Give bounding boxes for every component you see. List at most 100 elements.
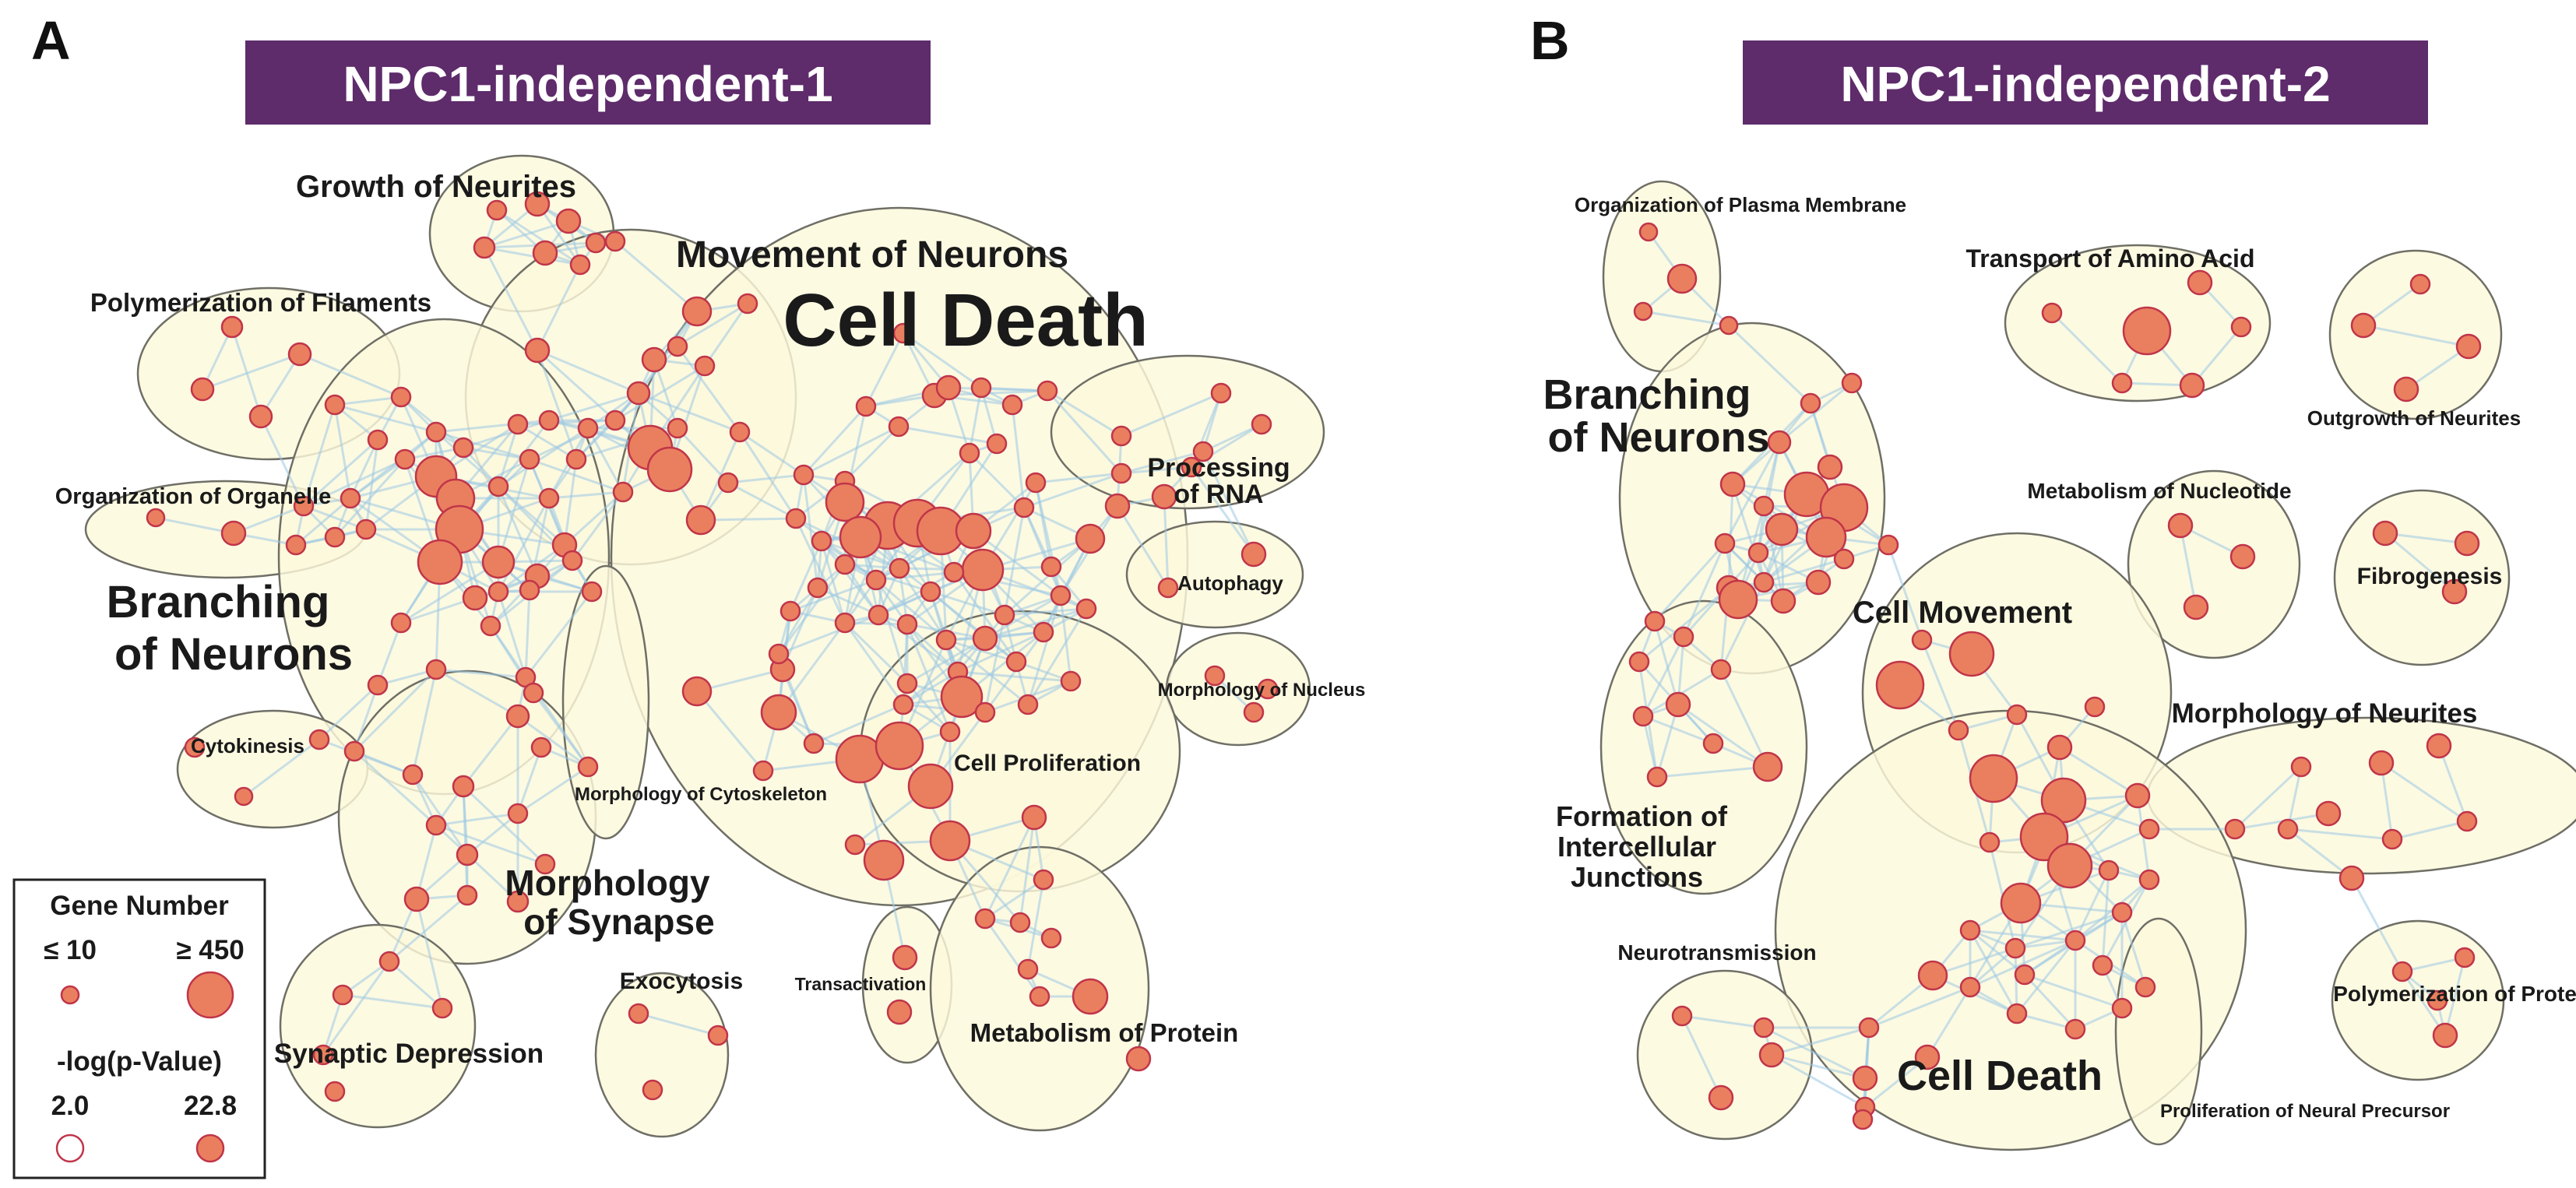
- panel-a-node: [481, 545, 516, 579]
- panel-a-edge: [400, 561, 499, 624]
- panel-b-node: [1753, 1017, 1775, 1039]
- label-morphology-of-cytoskeleton: Morphology of Cytoskeleton: [575, 784, 827, 805]
- panel-a-node: [507, 413, 529, 435]
- panel-a-edge: [536, 349, 617, 422]
- panel-a-edge: [817, 586, 879, 617]
- panel-a-node: [402, 764, 424, 786]
- panel-b-node: [2350, 312, 2377, 339]
- panel-b-edge: [2384, 532, 2468, 545]
- panel-a-node: [685, 504, 716, 536]
- panel-a-node: [760, 694, 797, 731]
- panel-a-node: [530, 736, 552, 758]
- label-movement-of-neurons: Movement of Neurons: [676, 234, 1068, 276]
- panel-a-node: [146, 508, 166, 528]
- panel-a-node: [943, 561, 965, 583]
- panel-b-node: [1911, 629, 1933, 651]
- panel-a-node: [1040, 556, 1062, 578]
- panel-a-node: [707, 1025, 729, 1046]
- panel-a-edge: [411, 669, 438, 775]
- panel-a-node: [1001, 394, 1023, 416]
- panel-a-edge: [302, 438, 379, 508]
- panel-b-node: [2134, 976, 2156, 998]
- panel-b-edge: [2363, 324, 2469, 348]
- panel-a-edge: [302, 404, 336, 507]
- panel-b-edge: [1887, 544, 1923, 641]
- panel-b-node: [2041, 302, 2063, 324]
- panel-b-node: [2111, 372, 2133, 394]
- panel-a-edge: [400, 596, 476, 624]
- panel-b-node: [2277, 818, 2299, 840]
- panel-b-node: [1765, 512, 1799, 547]
- panel-b-node: [1671, 1005, 1693, 1027]
- panel-b-node: [2230, 316, 2252, 338]
- panel-a-node: [190, 377, 215, 402]
- panel-b-node: [1718, 579, 1758, 620]
- panel-a-edge: [299, 353, 402, 399]
- panel-a-edge: [516, 747, 543, 814]
- panel-b-node: [2014, 964, 2036, 986]
- panel-a-node: [487, 476, 509, 497]
- panel-a-edge: [777, 587, 819, 655]
- label-transport-of-amino-acid: Transport of Amino Acid: [1966, 244, 2255, 272]
- panel-b-node: [2122, 306, 2172, 356]
- label-organization-of-plasma-membrane: Organization of Plasma Membrane: [1575, 193, 1906, 216]
- legend-pvalue-max: 22.8: [184, 1091, 237, 1121]
- panel-a-title: NPC1-independent-1: [343, 56, 832, 112]
- panel-a-edge: [389, 894, 468, 963]
- panel-a-banner: [245, 40, 931, 125]
- panel-a-node: [507, 803, 529, 824]
- panel-a-edge: [411, 774, 469, 856]
- panel-a-edge: [906, 623, 959, 673]
- panel-a-node: [955, 512, 992, 550]
- panel-a-node: [1157, 577, 1179, 599]
- panel-b-node: [2098, 859, 2120, 881]
- panel-b-edge: [1642, 310, 1730, 327]
- panel-a-node: [892, 694, 914, 715]
- panel-b-edge: [1681, 1014, 1765, 1029]
- panel-b-node: [1666, 263, 1698, 294]
- panel-a-node: [681, 296, 713, 327]
- panel-a-node: [1243, 701, 1265, 723]
- panel-a-edge: [638, 392, 741, 434]
- panel-b-node: [1852, 1109, 1874, 1130]
- panel-a-node: [892, 322, 914, 344]
- panel-a-node: [462, 585, 488, 611]
- panel-a-edge: [903, 670, 959, 706]
- panel-a-edge: [563, 459, 578, 546]
- panel-b-node: [2092, 954, 2113, 976]
- panel-b-node: [1665, 691, 1691, 718]
- panel-a-node: [1110, 425, 1132, 447]
- panel-a-edge: [322, 994, 344, 1056]
- panel-a-edge: [957, 631, 1044, 673]
- label-metabolism-of-protein: Metabolism of Protein: [970, 1018, 1239, 1047]
- panel-b-edge: [2391, 820, 2468, 841]
- panel-a-node: [293, 495, 315, 517]
- panel-a-edge: [802, 405, 867, 476]
- panel-a-edge: [483, 247, 539, 351]
- panel-b-node: [1719, 315, 1739, 336]
- panel-a-node: [768, 643, 790, 665]
- panel-a-node: [519, 448, 540, 470]
- panel-a-node: [1025, 472, 1047, 494]
- panel-b-node: [2187, 269, 2213, 296]
- panel-b-edge: [1642, 715, 1659, 778]
- panel-b-edge: [1677, 703, 1768, 768]
- panel-a-node: [452, 437, 474, 459]
- panel-a-node: [825, 482, 865, 522]
- panel-b-edge: [2384, 532, 2455, 593]
- panel-a-node: [834, 612, 856, 634]
- panel-b-edge: [2286, 766, 2303, 830]
- group-morphology-of-nucleus: [1165, 631, 1311, 747]
- panel-b-node: [1917, 960, 1948, 991]
- panel-a-edge: [903, 332, 982, 389]
- panel-a-edge: [1121, 450, 1204, 475]
- panel-a-edge: [334, 395, 402, 406]
- panel-b-node: [2454, 947, 2476, 968]
- group-synaptic-depression: [279, 923, 477, 1129]
- label-branching-of-neurons-a-line1: Branching: [107, 577, 330, 627]
- panel-a-edge: [536, 264, 582, 351]
- panel-b-edge: [1763, 557, 1845, 584]
- panel-a: A NPC1-independent-1 Growth of Neurite: [12, 10, 1365, 1179]
- panel-b-edge: [1642, 715, 1714, 745]
- panel-a-node: [452, 775, 475, 798]
